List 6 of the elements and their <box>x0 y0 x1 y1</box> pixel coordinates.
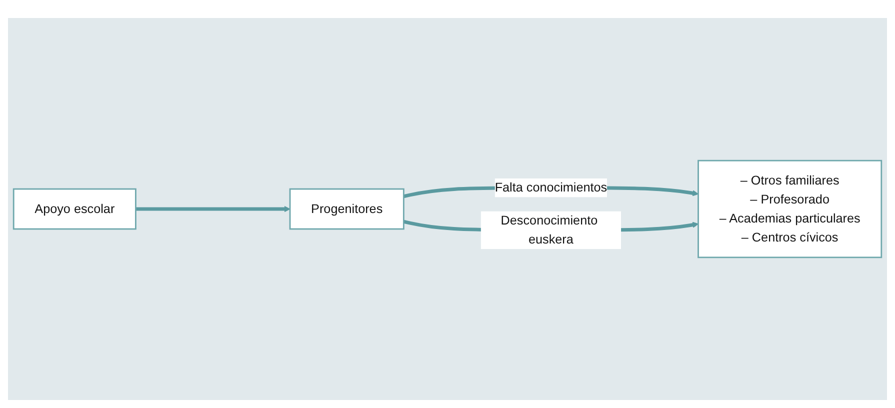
node-box: Progenitores <box>289 188 404 230</box>
edge-label: Desconocimiento euskera <box>500 213 598 246</box>
node-box: – Otros familiares – Profesorado – Academias particulares – Centros cívicos <box>698 160 882 258</box>
node-box: Apoyo escolar <box>12 188 136 230</box>
edge-label: Falta conocimientos <box>494 180 608 194</box>
arrow <box>136 206 290 212</box>
